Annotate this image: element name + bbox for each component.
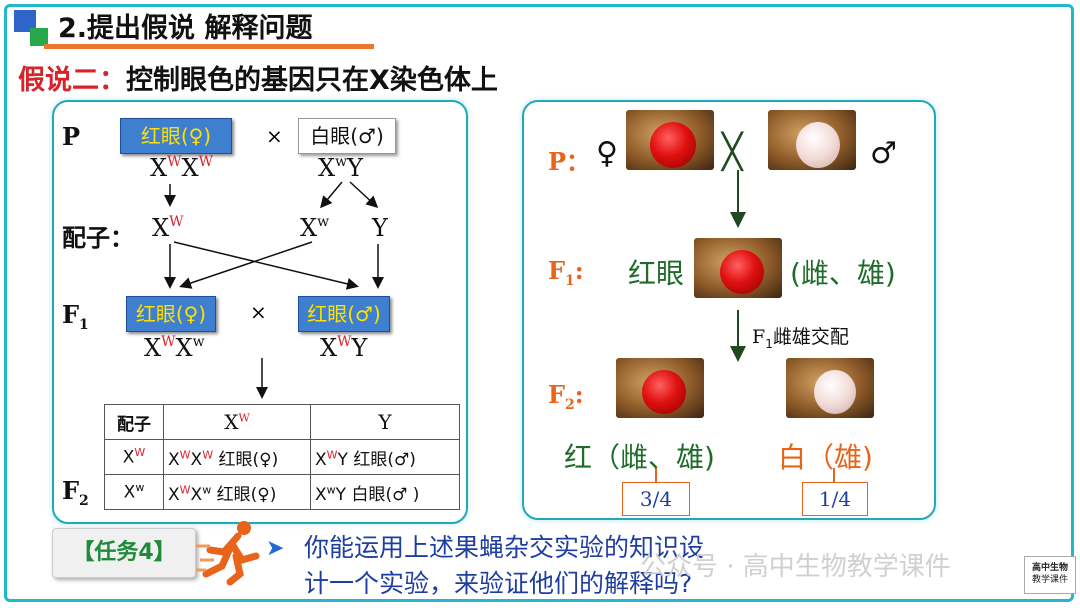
table-row: 配子 XW Y (104, 404, 460, 440)
arrow-p-male-right (349, 181, 379, 209)
white-eye-fly-icon (768, 110, 856, 170)
f2-label: F2 (62, 476, 89, 509)
p-male-genotype: XwY (318, 154, 363, 182)
right-p-label: P： (548, 147, 591, 176)
slide-frame (4, 4, 1074, 602)
f1-red-eye-text: 红眼 (628, 257, 685, 290)
table-r1c2: XWY 红眼(♂) (310, 439, 460, 475)
f2-red-text: 红（雌、雄) (564, 441, 715, 474)
p-female-genotype: XWXW (150, 154, 213, 182)
female-symbol: ♀ (596, 136, 618, 171)
punnett-table: 配子 XW Y XW XWXW 红眼(♀) XWY 红眼(♂) Xw XWXw … (104, 404, 460, 510)
gamete-y: Y (372, 214, 388, 242)
table-col-xw: XW (163, 404, 311, 440)
f1-male-box: 红眼(♂) (298, 296, 390, 332)
gamete-label: 配子： (62, 223, 134, 252)
table-r2c2: XwY 白眼(♂ ) (310, 474, 460, 510)
p-cross: × (266, 124, 283, 148)
p-female-box: 红眼(♀) (120, 118, 232, 154)
task-label: 【任务4】 (52, 528, 196, 578)
f1-female-genotype: XWXw (144, 334, 205, 362)
f1-sex-text: (雌、雄) (790, 257, 896, 290)
male-symbol: ♂ (870, 136, 897, 171)
arrow-p-male-left (320, 181, 343, 209)
eye-white (796, 122, 840, 168)
table-corner: 配子 (104, 404, 164, 440)
gamete-xw-recessive: Xw (300, 214, 330, 242)
f2-white-text: 白（雄) (778, 441, 873, 474)
arrow-right-icon: ➤ (266, 536, 285, 561)
f1-cross: × (250, 300, 267, 324)
table-row: Xw XWXw 红眼(♀) XwY 白眼(♂ ) (104, 474, 460, 510)
title-decor-green (30, 28, 48, 46)
right-cross: ╳ (722, 132, 743, 172)
f1-male-genotype: XWY (320, 334, 368, 362)
p-label: P (62, 122, 81, 151)
table-col-y: Y (310, 404, 460, 440)
arrow-gamete-3 (179, 241, 313, 289)
right-arrows (655, 170, 835, 482)
right-panel: P： ♀ ╳ ♂ F1: 红眼 (雌、雄) F1雌雄交配 F2: 红（雌、雄) … (522, 100, 936, 520)
hypothesis: 假说二：控制眼色的基因只在X染色体上 (18, 58, 498, 97)
brand-logo: 高中生物 教学课件 (1024, 556, 1076, 594)
hypothesis-label: 假说二： (18, 65, 126, 96)
red-eye-fly-icon (626, 110, 714, 170)
watermark: 公众号 · 高中生物教学课件 (640, 552, 951, 582)
gamete-xw-dominant: XW (152, 214, 184, 242)
red-eye-fly-icon (616, 358, 704, 418)
cross-arrows (164, 181, 384, 399)
eye-red (642, 370, 686, 414)
f1-label: F1 (62, 300, 89, 333)
runner-icon (196, 521, 260, 586)
eye-red (720, 250, 764, 294)
eye-white (814, 370, 856, 414)
question-line-1: 你能运用上述果蝇杂交实验的知识设 (304, 533, 705, 562)
table-r1c1: XWXW 红眼(♀) (163, 439, 311, 475)
right-f1-label: F1: (548, 256, 584, 289)
logo-line-1: 高中生物 (1031, 563, 1068, 573)
red-eye-fly-icon (694, 238, 782, 298)
f1-female-box: 红眼(♀) (126, 296, 216, 332)
frac-red: 3/4 (622, 482, 690, 516)
hypothesis-text: 控制眼色的基因只在X染色体上 (126, 65, 498, 96)
table-row1-head: XW (104, 439, 164, 475)
question-line-2: 计一个实验，来验证他们的解释吗? (304, 569, 693, 598)
table-row: XW XWXW 红眼(♀) XWY 红眼(♂) (104, 439, 460, 475)
section-title: 2.提出假说 解释问题 (58, 13, 313, 44)
mating-text: F1雌雄交配 (752, 326, 849, 351)
logo-line-2: 教学课件 (1031, 575, 1068, 585)
frac-white: 1/4 (802, 482, 868, 516)
title-underline (44, 44, 374, 49)
p-male-box: 白眼(♂) (298, 118, 396, 154)
right-f2-label: F2: (548, 380, 584, 413)
arrow-gamete-2 (173, 241, 359, 290)
white-eye-fly-icon (786, 358, 874, 418)
eye-red (650, 122, 696, 168)
title-decor-blue (14, 10, 36, 32)
table-r2c1: XWXw 红眼(♀) (163, 474, 311, 510)
table-row2-head: Xw (104, 474, 164, 510)
